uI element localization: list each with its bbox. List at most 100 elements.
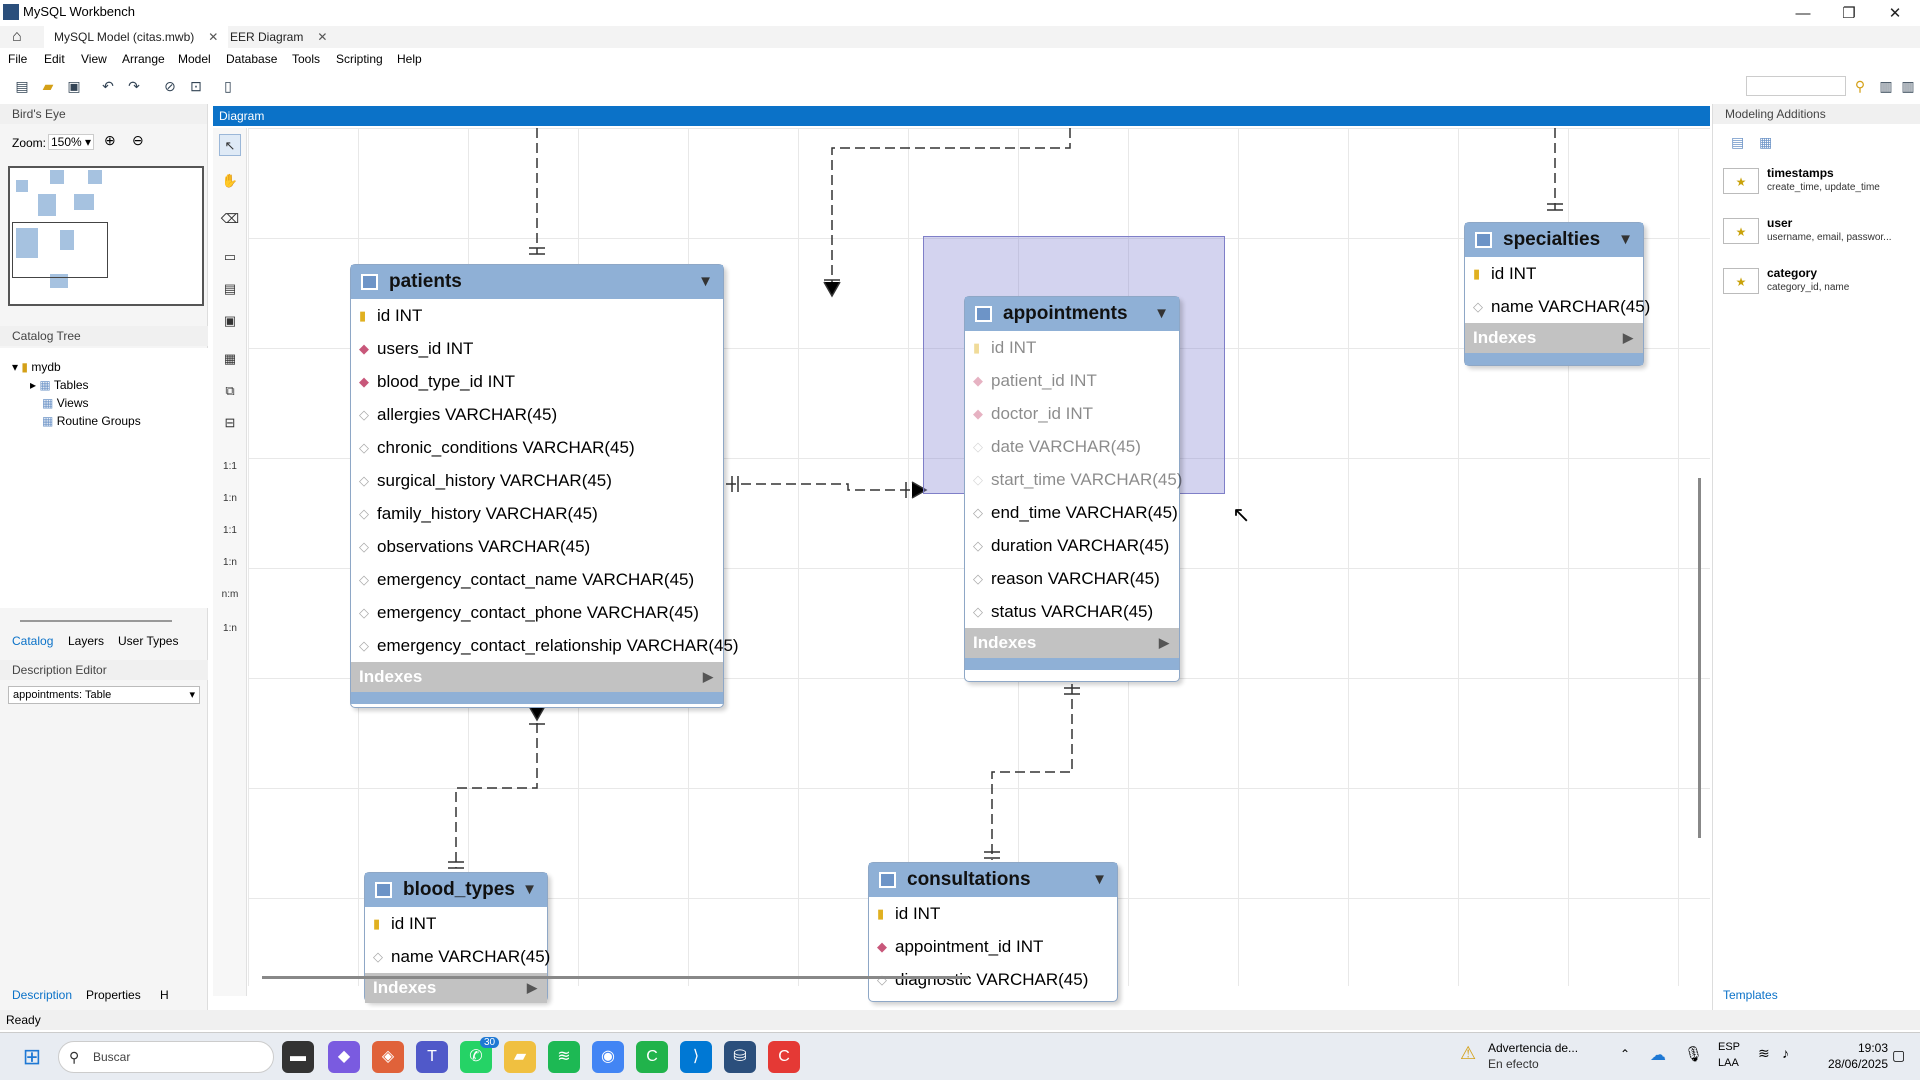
vscode-icon[interactable]: ⟩ bbox=[680, 1041, 712, 1073]
menu-database[interactable]: Database bbox=[226, 52, 278, 66]
table-tool-icon[interactable]: ▦ bbox=[223, 351, 237, 366]
table-column[interactable]: ◇name VARCHAR(45) bbox=[1465, 290, 1650, 323]
indexes-section[interactable]: Indexes▶ bbox=[1465, 323, 1643, 353]
expand-arrow-icon[interactable]: ▶ bbox=[1623, 330, 1633, 345]
tree-item-routines[interactable]: ▦ Routine Groups bbox=[0, 412, 208, 430]
tab-description[interactable]: Description bbox=[12, 988, 73, 1002]
redo-icon[interactable]: ↷ bbox=[128, 78, 140, 94]
expand-arrow-icon[interactable]: ▶ bbox=[527, 980, 537, 995]
table-specialties[interactable]: specialties▼ ▮id INT◇name VARCHAR(45) In… bbox=[1464, 222, 1650, 366]
menu-tools[interactable]: Tools bbox=[292, 52, 321, 66]
tree-item-tables[interactable]: ▸ ▦ Tables bbox=[0, 376, 208, 394]
collapse-arrow-icon[interactable]: ▼ bbox=[698, 273, 713, 290]
page-icon[interactable]: ▯ bbox=[224, 78, 232, 94]
eraser-tool-icon[interactable]: ⌫ bbox=[220, 211, 240, 226]
table-column[interactable]: ◇duration VARCHAR(45) bbox=[965, 529, 1179, 562]
app-icon[interactable]: ◈ bbox=[372, 1041, 404, 1073]
table-column[interactable]: ◇date VARCHAR(45) bbox=[965, 430, 1179, 463]
zoom-in-icon[interactable]: ⊕ bbox=[104, 132, 116, 148]
relation-1-n-icon[interactable]: 1:n bbox=[223, 493, 237, 504]
note-tool-icon[interactable]: ▤ bbox=[223, 281, 237, 296]
tab-history[interactable]: H bbox=[160, 988, 169, 1002]
table-column[interactable]: ◇reason VARCHAR(45) bbox=[965, 562, 1179, 595]
table-column[interactable]: ◇diagnostic VARCHAR(45) bbox=[869, 963, 1117, 996]
tab-eer-diagram[interactable]: EER Diagram✕ bbox=[220, 26, 337, 48]
horizontal-canvas-scrollbar[interactable] bbox=[262, 976, 968, 979]
collapse-icon[interactable]: ▸ bbox=[30, 378, 37, 392]
close-tab-icon[interactable]: ✕ bbox=[208, 30, 219, 44]
add-template-icon[interactable]: ▤ bbox=[1731, 134, 1745, 150]
table-column[interactable]: ◇end_time VARCHAR(45) bbox=[965, 496, 1179, 529]
table-column[interactable]: ◇family_history VARCHAR(45) bbox=[351, 497, 723, 530]
indexes-section[interactable]: Indexes▶ bbox=[351, 662, 723, 692]
menu-help[interactable]: Help bbox=[397, 52, 422, 66]
table-column[interactable]: ▮id INT bbox=[869, 897, 1117, 930]
table-column[interactable]: ◆users_id INT bbox=[351, 332, 723, 365]
collapse-arrow-icon[interactable]: ▼ bbox=[1092, 871, 1107, 888]
view-tool-icon[interactable]: ⧉ bbox=[225, 383, 235, 398]
table-column[interactable]: ◇emergency_contact_phone VARCHAR(45) bbox=[351, 596, 723, 629]
expand-arrow-icon[interactable]: ▶ bbox=[1159, 635, 1169, 650]
table-column[interactable]: ◆patient_id INT bbox=[965, 364, 1179, 397]
table-column[interactable]: ▮id INT bbox=[1465, 257, 1643, 290]
description-object-select[interactable]: appointments: Table▾ bbox=[8, 686, 200, 704]
edit-template-icon[interactable]: ▦ bbox=[1759, 134, 1773, 150]
screen-recorder-icon[interactable]: C bbox=[768, 1041, 800, 1073]
layout-right-icon[interactable]: ▥ bbox=[1901, 78, 1915, 94]
toolbar-search-input[interactable] bbox=[1746, 76, 1846, 96]
tree-item-views[interactable]: ▦ Views bbox=[0, 394, 208, 412]
close-button[interactable]: ✕ bbox=[1888, 5, 1902, 22]
relation-n-m-icon[interactable]: n:m bbox=[221, 589, 239, 600]
new-model-icon[interactable]: ▤ bbox=[15, 78, 29, 94]
chrome-icon[interactable]: ◉ bbox=[592, 1041, 624, 1073]
menu-view[interactable]: View bbox=[81, 52, 107, 66]
tab-properties[interactable]: Properties bbox=[86, 988, 141, 1002]
horizontal-scrollbar[interactable] bbox=[20, 620, 172, 622]
table-column[interactable]: ▮id INT bbox=[365, 907, 547, 940]
microphone-icon[interactable]: 🎙 bbox=[1684, 1046, 1704, 1063]
onedrive-icon[interactable]: ☁ bbox=[1650, 1047, 1666, 1064]
zoom-out-icon[interactable]: ⊖ bbox=[132, 132, 144, 148]
menu-edit[interactable]: Edit bbox=[44, 52, 65, 66]
table-appointments[interactable]: appointments▼ ▮id INT◆patient_id INT◆doc… bbox=[964, 296, 1182, 682]
table-column[interactable]: ◇observations VARCHAR(45) bbox=[351, 530, 723, 563]
diagram-canvas[interactable]: patients▼ ▮id INT◆users_id INT◆blood_typ… bbox=[248, 128, 1710, 1003]
table-column[interactable]: ◇status VARCHAR(45) bbox=[965, 595, 1179, 628]
notification-bell-icon[interactable]: ▢ bbox=[1892, 1047, 1906, 1063]
table-column[interactable]: ◇name VARCHAR(45) bbox=[365, 940, 550, 973]
birdseye-overview[interactable] bbox=[8, 166, 204, 306]
mysql-workbench-taskbar-icon[interactable]: ⛁ bbox=[724, 1041, 756, 1073]
open-folder-icon[interactable]: ▰ bbox=[42, 78, 54, 94]
menu-file[interactable]: File bbox=[8, 52, 28, 66]
layer-tool-icon[interactable]: ▭ bbox=[223, 249, 237, 264]
wifi-icon[interactable]: ≋ bbox=[1758, 1045, 1770, 1061]
language-code[interactable]: ESP bbox=[1718, 1041, 1741, 1053]
table-column[interactable]: ▮id INT bbox=[351, 299, 723, 332]
table-column[interactable]: ◆doctor_id INT bbox=[965, 397, 1179, 430]
task-view-icon[interactable]: ▬ bbox=[282, 1041, 314, 1073]
collapse-arrow-icon[interactable]: ▼ bbox=[1618, 231, 1633, 248]
tab-catalog[interactable]: Catalog bbox=[12, 634, 54, 648]
table-column[interactable]: ▮id INT bbox=[965, 331, 1179, 364]
pointer-tool-icon[interactable]: ↖ bbox=[219, 134, 241, 156]
table-column[interactable]: ◇chronic_conditions VARCHAR(45) bbox=[351, 431, 723, 464]
menu-model[interactable]: Model bbox=[178, 52, 211, 66]
indexes-section[interactable]: Indexes▶ bbox=[965, 628, 1179, 658]
volume-icon[interactable]: ♪ bbox=[1782, 1045, 1789, 1061]
relation-1-1-icon[interactable]: 1:1 bbox=[223, 461, 237, 472]
spotify-icon[interactable]: ≋ bbox=[548, 1041, 580, 1073]
table-blood-types[interactable]: blood_types▼ ▮id INT◇name VARCHAR(45) In… bbox=[364, 872, 550, 1003]
undo-icon[interactable]: ↶ bbox=[102, 78, 114, 94]
menu-scripting[interactable]: Scripting bbox=[336, 52, 383, 66]
tab-user-types[interactable]: User Types bbox=[118, 634, 179, 648]
expand-icon[interactable]: ▾ bbox=[12, 360, 19, 374]
minimize-button[interactable]: — bbox=[1795, 5, 1811, 22]
clock-time[interactable]: 19:03 bbox=[1857, 1041, 1888, 1055]
taskbar-search-input[interactable]: ⚲Buscar bbox=[58, 1041, 274, 1073]
menu-arrange[interactable]: Arrange bbox=[122, 52, 165, 66]
toggle-grid-icon[interactable]: ⊘ bbox=[164, 78, 176, 94]
collapse-arrow-icon[interactable]: ▼ bbox=[1154, 305, 1169, 322]
relation-1-1-nonid-icon[interactable]: 1:1 bbox=[223, 525, 237, 536]
